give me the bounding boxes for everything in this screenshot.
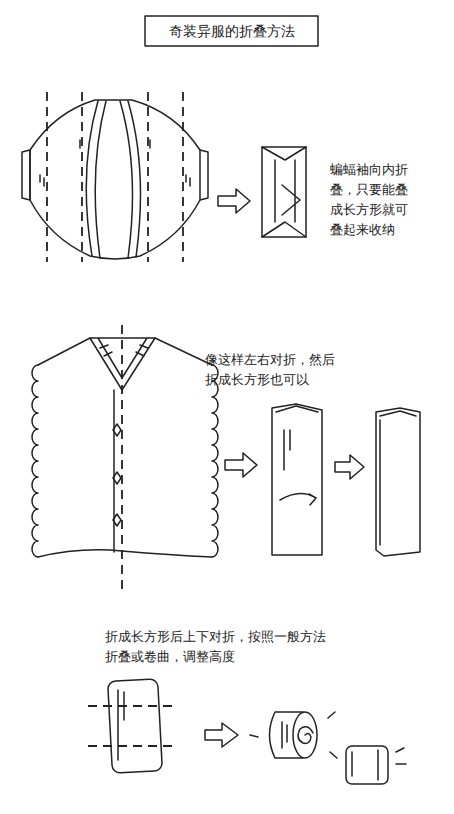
folded-detail [262,147,306,237]
folded-detail [276,406,318,470]
roll-end [293,712,317,758]
fold-line [46,92,48,262]
folded-rectangle [262,147,306,237]
title: 奇装异服的折叠方法 [145,17,318,45]
scalloped-edge [32,365,38,557]
folded-block [346,746,388,784]
collar-gathers [100,345,148,356]
step-arrow [218,189,250,213]
roll-spiral [298,727,313,744]
fold-line [88,745,178,747]
step-arrow [225,453,257,477]
fold-line [121,325,123,595]
motion-marks [250,712,337,758]
motion-marks [396,748,406,764]
front-edge [95,101,106,258]
sleeve-cuff [200,150,208,200]
fold-line [88,705,178,707]
folded-rectangle [108,679,163,773]
collar [90,338,155,390]
fold-line [147,92,149,262]
front-edge [128,101,141,257]
folded-shirt [376,408,420,556]
scalloped-edge [212,365,218,557]
folded-detail [352,750,378,780]
folded-detail [282,722,287,748]
folded-detail [118,690,124,760]
fold-line [182,92,184,262]
fold-line [81,92,83,262]
step-arrow [335,455,364,479]
shoulder [38,338,212,365]
sleeve-cuff [22,150,30,200]
note-text: 折成长方形后上下对折，按照一般方法 折叠或卷曲，调整高度 [105,627,365,667]
note-text: 像这样左右对折，然后 折成长方形也可以 [205,350,405,390]
note-text: 蝙蝠袖向内折 叠，只要能叠 成长方形就可 叠起来收纳 [330,160,422,240]
folded-shirt [272,404,322,555]
fold-arrow [280,493,316,505]
bat-sleeve-outline [30,100,200,259]
step-arrow [205,723,238,747]
fabric-marks [40,140,190,186]
button [113,424,121,526]
folded-detail [380,411,416,545]
placket [113,390,115,552]
front-edge [120,101,133,258]
title-frame [145,16,318,46]
hem [38,550,212,557]
front-edge [86,101,98,256]
